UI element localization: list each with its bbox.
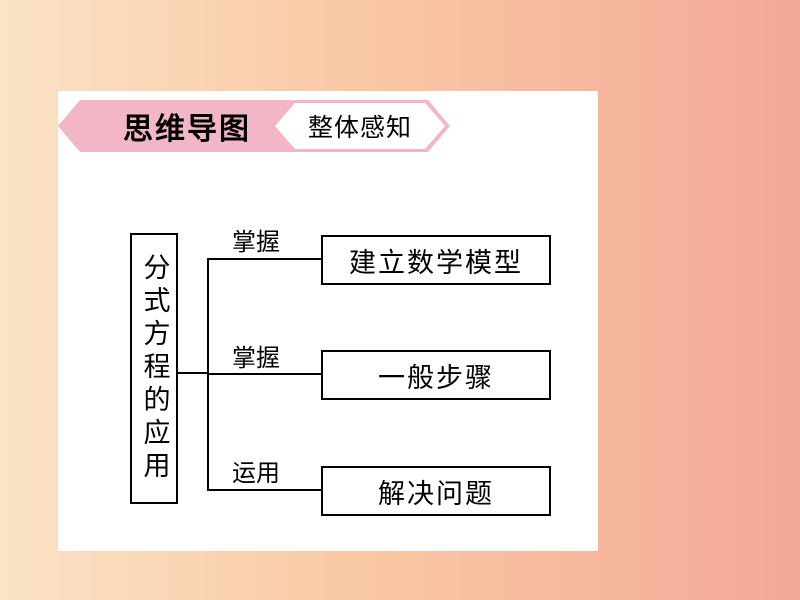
root-connector <box>178 372 208 374</box>
mindmap-node-solve: 解决问题 <box>321 466 551 516</box>
branch-line-1 <box>207 258 322 260</box>
section-title-tab: 思维导图 <box>58 100 298 152</box>
section-subtitle-tab: 整体感知 <box>275 103 445 149</box>
branch-line-2 <box>207 373 322 375</box>
mindmap-node-model: 建立数学模型 <box>321 235 551 285</box>
mindmap-root-node: 分式方程的应用 <box>130 233 178 504</box>
branch-label-3: 运用 <box>232 459 280 487</box>
branch-line-3 <box>207 489 322 491</box>
branch-label-2: 掌握 <box>232 344 280 372</box>
branch-label-1: 掌握 <box>232 228 280 256</box>
mindmap-node-steps: 一般步骤 <box>321 350 551 400</box>
